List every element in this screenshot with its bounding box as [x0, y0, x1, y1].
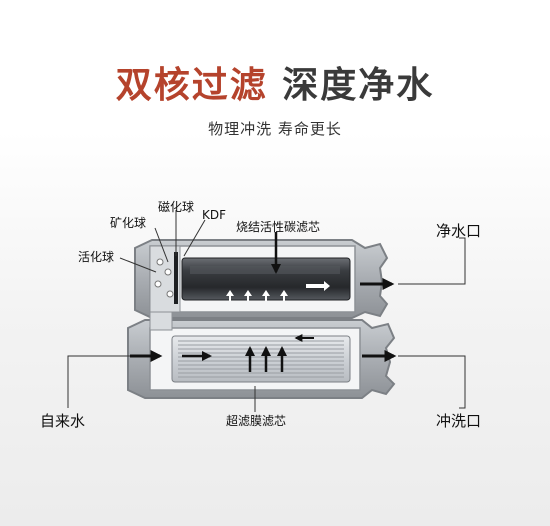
label-uf-core: 超滤膜滤芯	[226, 414, 287, 428]
page-title: 双核过滤 深度净水	[0, 56, 550, 108]
carbon-flow-arrows	[226, 281, 330, 301]
ball-chamber	[149, 245, 181, 313]
title-part-1: 双核过滤	[115, 65, 268, 106]
page-subtitle: 物理冲洗 寿命更长	[208, 120, 342, 138]
connector-channel	[149, 311, 173, 331]
label-magnetic-ball: 磁化球	[158, 200, 195, 214]
title-part-2: 深度净水	[282, 65, 435, 106]
label-clean-water-outlet: 净水口	[436, 222, 482, 240]
label-activated-ball: 活化球	[78, 250, 115, 264]
leader-lines	[67, 210, 466, 412]
label-tap-water-inlet: 自来水	[40, 412, 86, 430]
label-kdf: KDF	[202, 208, 227, 222]
label-flush-outlet: 冲洗口	[436, 412, 482, 430]
flow-arrows	[130, 232, 397, 372]
label-carbon-core: 烧结活性碳滤芯	[236, 220, 321, 234]
label-mineral-ball: 矿化球	[110, 216, 147, 230]
uf-membrane-core	[171, 335, 351, 383]
